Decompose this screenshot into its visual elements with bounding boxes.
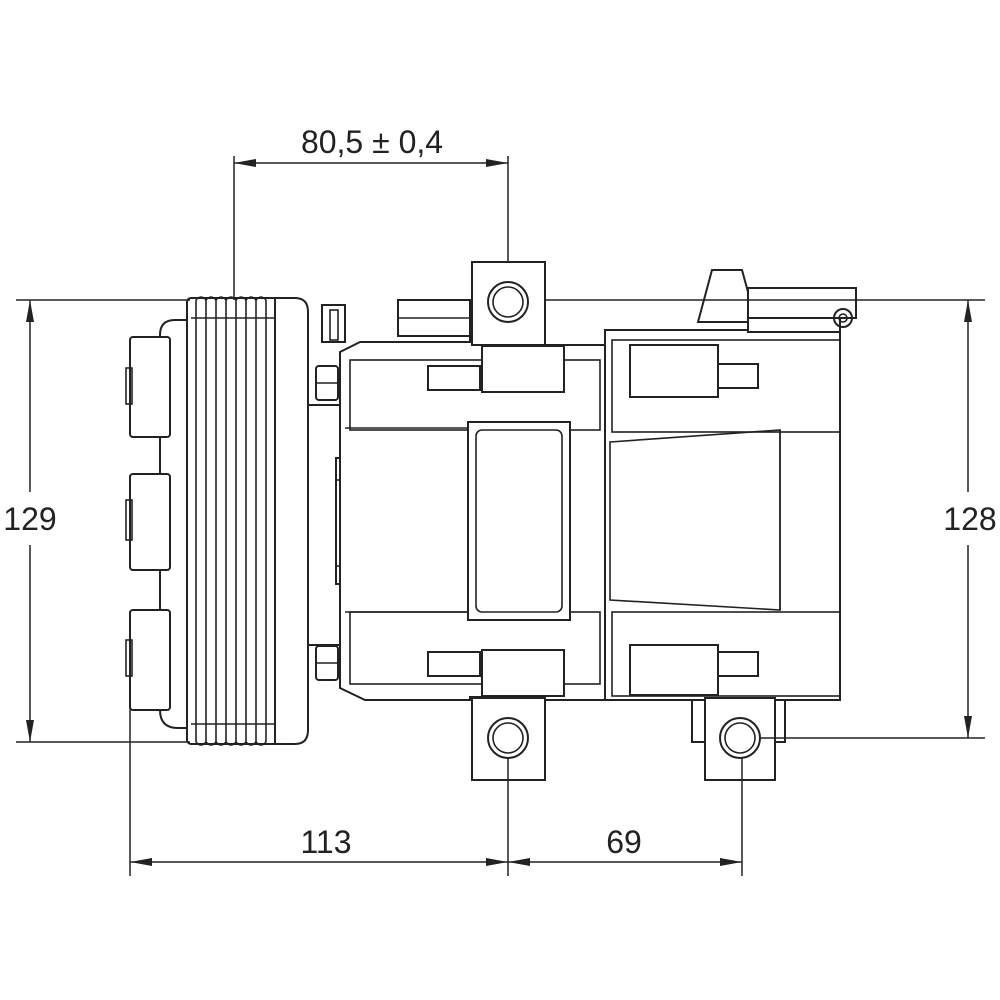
- pulley-grooves: [186, 296, 280, 746]
- mount-lug-bottom-rear: [691, 697, 786, 781]
- clutch-hub: [125, 319, 191, 729]
- dimension-label-bottom-right: 69: [606, 824, 642, 860]
- dimension-right: [545, 299, 985, 739]
- dimension-top: [233, 156, 509, 300]
- rear-valve-connector: [696, 269, 857, 333]
- front-housing: [339, 335, 606, 701]
- dimension-left: [16, 299, 190, 743]
- dimension-label-right: 128: [943, 501, 996, 537]
- dimension-label-left: 129: [3, 501, 56, 537]
- dimension-label-bottom-left: 113: [300, 824, 351, 860]
- dimension-label-top: 80,5 ± 0,4: [301, 124, 443, 160]
- pulley-rim: [274, 297, 309, 745]
- top-port-fitting: [397, 299, 471, 337]
- dimension-bottom: [129, 690, 743, 876]
- rear-housing: [604, 329, 841, 701]
- mount-lug-top: [471, 261, 546, 346]
